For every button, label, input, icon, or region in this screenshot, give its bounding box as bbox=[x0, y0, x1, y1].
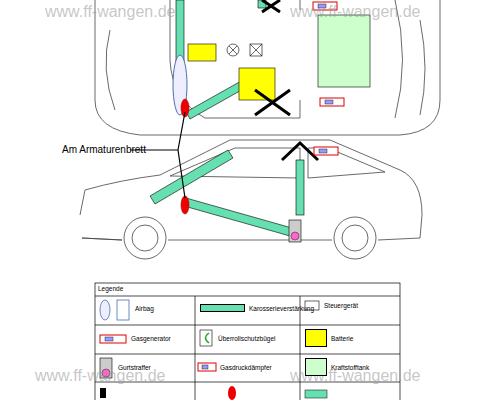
control-unit bbox=[227, 44, 239, 56]
wheel bbox=[334, 217, 376, 259]
hood-line bbox=[106, 30, 115, 110]
gas-damper bbox=[320, 98, 344, 106]
location-label: Am Armaturenbrett bbox=[62, 145, 146, 155]
roll-bar-sample bbox=[200, 330, 212, 346]
legend-text: Gurtstraffer bbox=[118, 365, 151, 372]
legend-swatch bbox=[200, 304, 245, 312]
belt-tensioner bbox=[291, 232, 299, 240]
legend-text: Steuergerät bbox=[324, 303, 358, 310]
partial-legend-sample bbox=[100, 388, 106, 398]
watermark: www.ff-wangen.de bbox=[290, 4, 420, 20]
control-unit bbox=[250, 44, 262, 56]
legend-text: Gasdruckdämpfer bbox=[220, 365, 272, 372]
control-unit bbox=[229, 46, 237, 54]
watermark: www.ff-wangen.de bbox=[45, 4, 175, 20]
legend-text: Überrollschutzbügel bbox=[218, 336, 275, 343]
fuel-tank bbox=[318, 15, 370, 87]
wheel bbox=[124, 217, 166, 259]
control-unit bbox=[250, 44, 262, 56]
legend-text: Kraftstofftank bbox=[331, 365, 369, 372]
body-reinforcement bbox=[150, 150, 233, 204]
car-outline bbox=[80, 140, 422, 240]
wheel bbox=[342, 225, 368, 251]
legend-heading: Legende bbox=[98, 286, 123, 293]
gas-damper bbox=[319, 149, 327, 153]
gas-generator-sample bbox=[105, 337, 113, 341]
airbag-sample bbox=[100, 300, 110, 320]
legend-text: Airbag bbox=[135, 306, 154, 313]
cabin-outline bbox=[170, 0, 300, 118]
body-reinforcement bbox=[184, 198, 292, 236]
gas-generator-sample bbox=[100, 335, 126, 343]
gas-damper-sample bbox=[198, 363, 216, 371]
gas-damper bbox=[325, 100, 333, 104]
body-reinforcement bbox=[176, 0, 184, 62]
partial-legend-sample bbox=[305, 390, 327, 398]
roll-bar-cross bbox=[262, 0, 280, 12]
roll-bar-marker bbox=[282, 143, 318, 160]
top-view-car bbox=[95, 0, 440, 135]
legend-text: Karosserieverstärkung bbox=[249, 306, 314, 313]
side-view-car bbox=[80, 140, 422, 259]
car-outline bbox=[95, 0, 440, 135]
battery bbox=[188, 44, 216, 61]
gas-damper-sample bbox=[202, 365, 208, 369]
roll-bar-sample bbox=[206, 333, 210, 343]
gas-generator-dash bbox=[181, 196, 189, 214]
legend-swatch bbox=[305, 329, 327, 347]
legend-text: Batterie bbox=[331, 336, 353, 343]
side-window bbox=[308, 148, 385, 178]
leader-line bbox=[130, 112, 185, 198]
battery bbox=[239, 68, 275, 100]
table-grid bbox=[95, 296, 400, 400]
trunk-line bbox=[420, 20, 425, 115]
legend-swatch bbox=[305, 358, 327, 376]
airbag-sample bbox=[117, 300, 129, 320]
gas-damper bbox=[314, 147, 338, 155]
body-reinforcement bbox=[296, 160, 304, 215]
belt-tensioner bbox=[289, 220, 301, 242]
wheel bbox=[132, 225, 158, 251]
roll-bar-cross bbox=[255, 90, 290, 115]
legend-text: Gasgenerator bbox=[131, 336, 171, 343]
partial-legend-sample bbox=[228, 386, 236, 400]
